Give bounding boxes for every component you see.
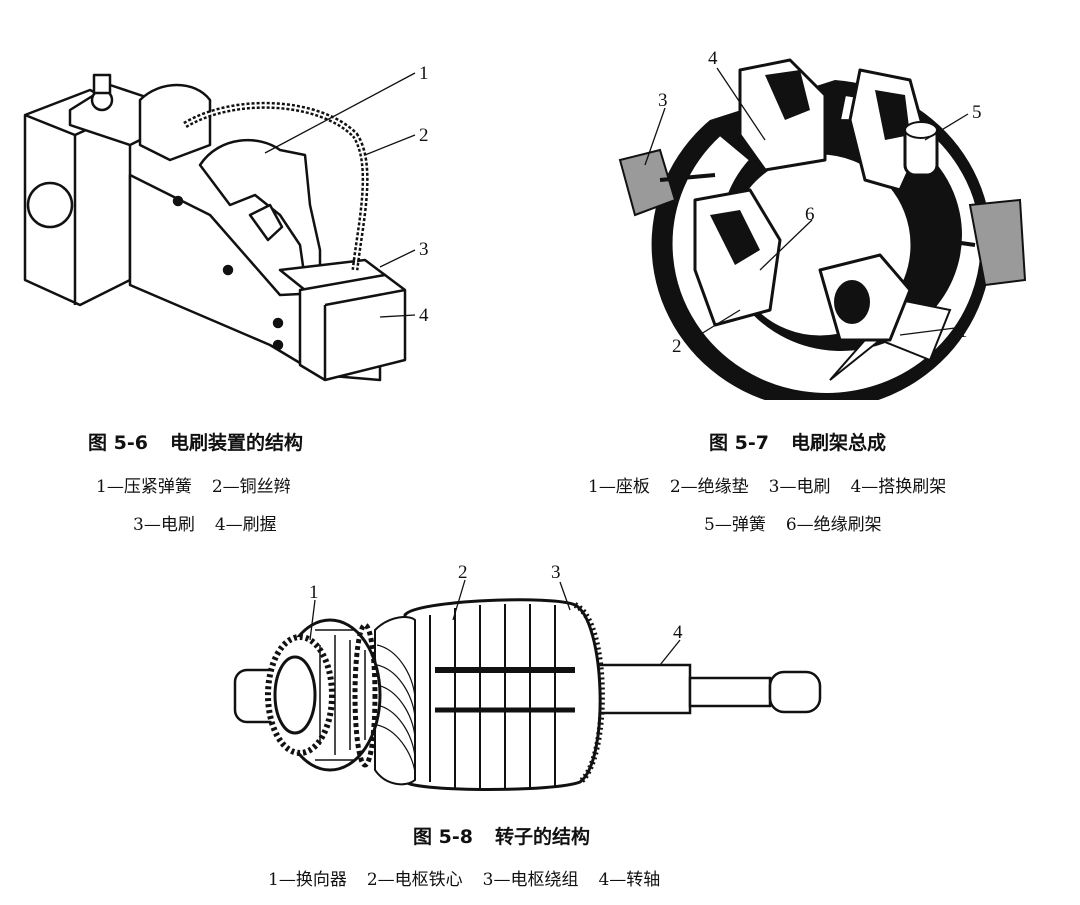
- figure-5-7-legend-line1: 1—座板 2—绝缘垫 3—电刷 4—搭换刷架: [588, 472, 946, 497]
- figure-5-6-legend-line2: 3—电刷 4—刷握: [133, 510, 277, 535]
- callout-6: 6: [805, 204, 815, 225]
- legend-item: 3—电刷: [133, 515, 195, 535]
- figure-5-6-caption: 图 5-6 电刷装置的结构: [88, 428, 303, 455]
- brush-holder-assembly-illustration: 4 3 5 6 2 1: [618, 48, 1027, 400]
- legend-item: 4—转轴: [598, 870, 661, 890]
- callout-4: 4: [708, 48, 718, 69]
- callout-4: 4: [673, 622, 683, 643]
- figure-title: 电刷架总成: [790, 432, 886, 454]
- figure-5-7-caption: 图 5-7 电刷架总成: [709, 428, 886, 455]
- figure-5-7-drawing: 4 3 5 6 2 1: [600, 40, 1040, 400]
- figure-number: 图 5-8: [413, 826, 473, 848]
- legend-item: 2—铜丝辫: [211, 477, 291, 497]
- callout-3: 3: [658, 90, 668, 111]
- callout-2: 2: [672, 336, 682, 357]
- figure-5-6-legend-line1: 1—压紧弹簧 2—铜丝辫: [96, 472, 291, 497]
- figure-5-7-legend-line2: 5—弹簧 6—绝缘刷架: [704, 510, 882, 535]
- callout-2: 2: [458, 562, 468, 583]
- figure-5-8-legend-line1: 1—换向器 2—电枢铁心 3—电枢绕组 4—转轴: [268, 865, 660, 890]
- figure-title: 电刷装置的结构: [169, 432, 303, 454]
- legend-item: 1—座板: [588, 477, 650, 497]
- rotor-illustration: 1 2 3 4: [233, 562, 822, 791]
- legend-item: 2—电枢铁心: [366, 870, 463, 890]
- legend-item: 2—绝缘垫: [669, 477, 749, 497]
- callout-1: 1: [309, 582, 319, 603]
- figure-5-8-drawing: 1 2 3 4: [225, 560, 835, 800]
- legend-item: 1—压紧弹簧: [96, 477, 192, 497]
- legend-item: 6—绝缘刷架: [785, 515, 882, 535]
- legend-item: 3—电刷: [768, 477, 831, 497]
- legend-item: 1—换向器: [268, 870, 347, 890]
- callout-3: 3: [551, 562, 561, 583]
- figure-title: 转子的结构: [494, 826, 590, 848]
- legend-item: 5—弹簧: [704, 515, 766, 535]
- figure-number: 图 5-7: [709, 432, 769, 454]
- callout-1: 1: [419, 63, 429, 84]
- legend-item: 4—搭换刷架: [850, 477, 947, 497]
- callout-5: 5: [972, 102, 982, 123]
- figure-5-6-drawing: 1 2 3 4: [20, 55, 440, 395]
- callout-2: 2: [419, 125, 429, 146]
- figure-number: 图 5-6: [88, 432, 148, 454]
- callout-4: 4: [419, 305, 429, 326]
- legend-item: 4—刷握: [214, 515, 277, 535]
- callout-1: 1: [958, 321, 968, 342]
- legend-item: 3—电枢绕组: [482, 870, 579, 890]
- figure-5-8-caption: 图 5-8 转子的结构: [413, 822, 590, 849]
- brush-device-illustration: 1 2 3 4: [23, 63, 429, 382]
- callout-3: 3: [419, 239, 429, 260]
